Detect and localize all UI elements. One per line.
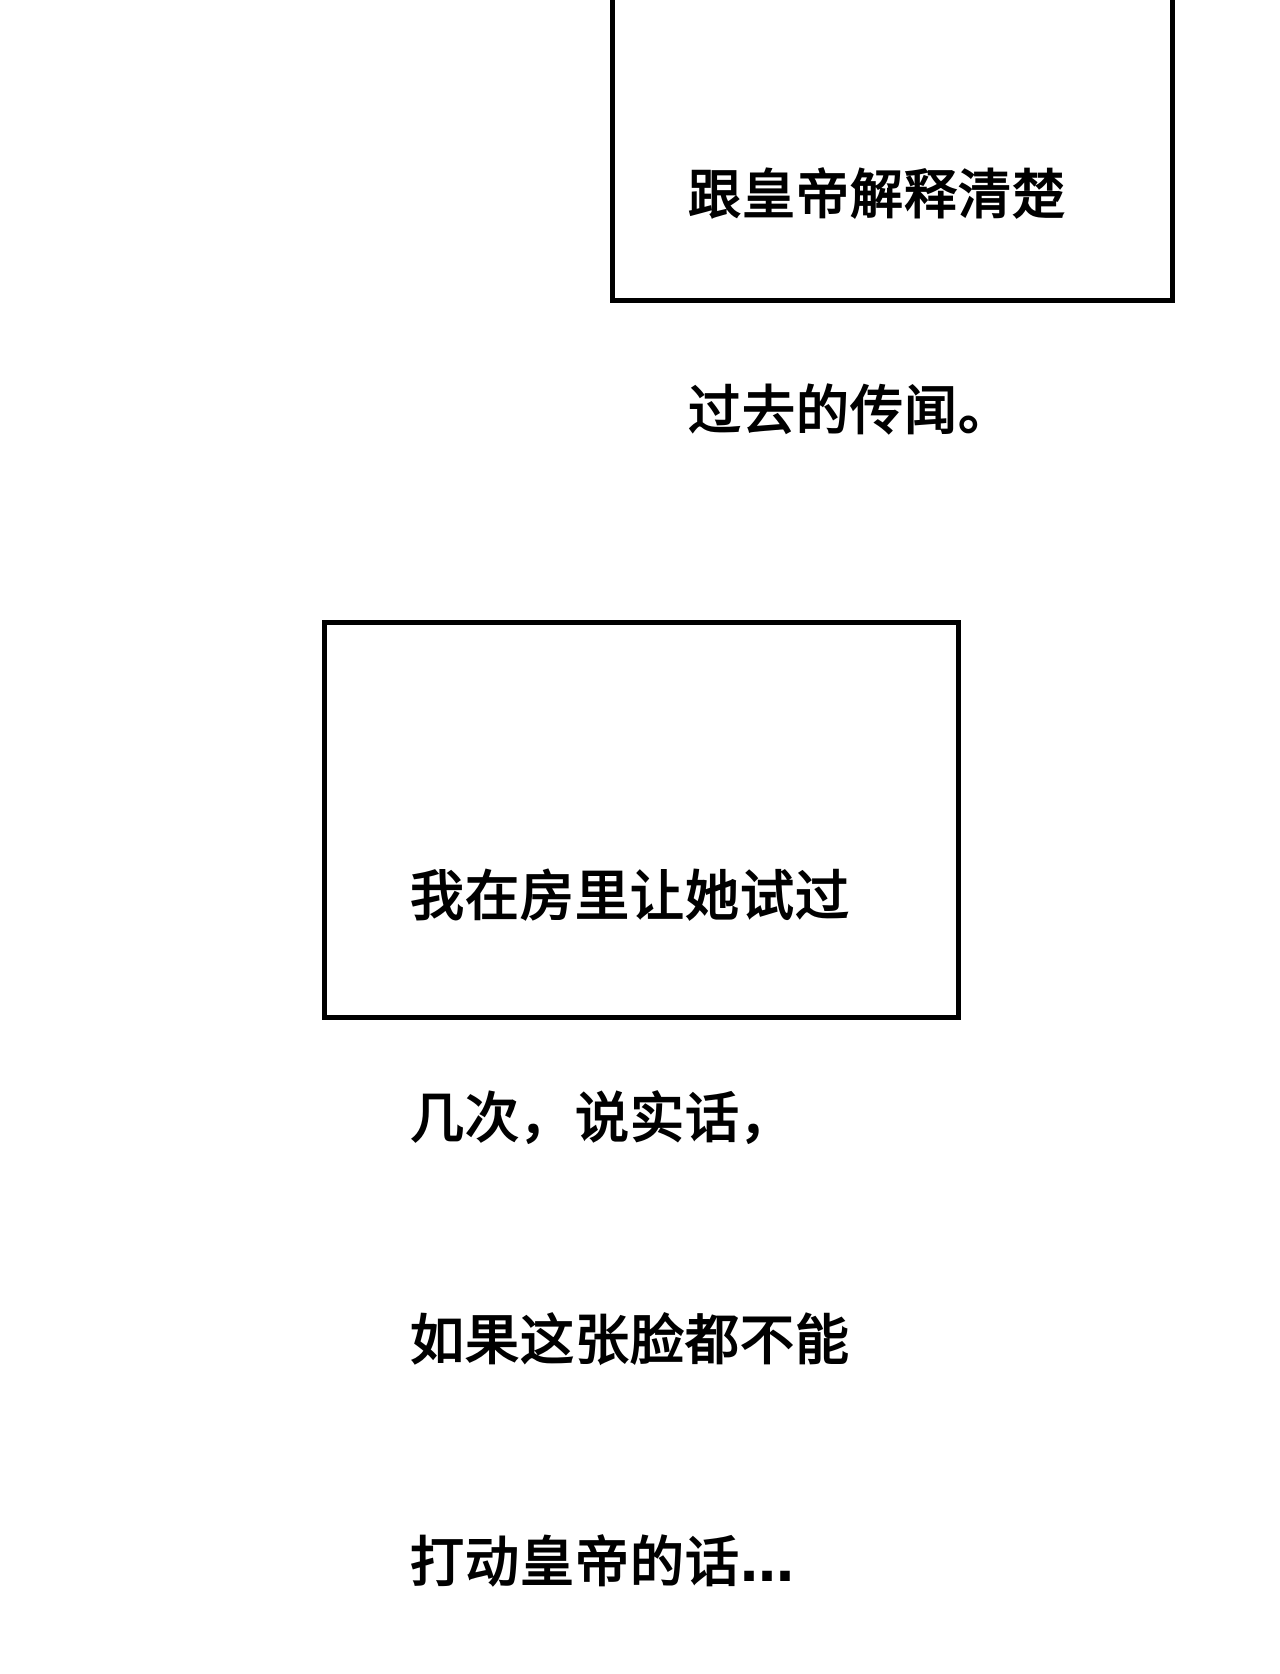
caption-text-bottom: 我在房里让她试过 几次，说实话， 如果这张脸都不能 打动皇帝的话… [410, 712, 850, 1674]
caption-line: 如果这张脸都不能 [410, 1309, 850, 1372]
caption-box-top [610, 0, 1175, 303]
caption-line: 几次，说实话， [410, 1087, 795, 1150]
caption-line: 我在房里让她试过 [410, 865, 850, 928]
caption-line: 打动皇帝的话… [410, 1531, 795, 1594]
caption-line: 跟皇帝解释清楚 [688, 165, 1066, 226]
caption-text-top: 跟皇帝解释清楚 过去的传闻。 [688, 16, 1066, 520]
comic-page: { "captions": { "top": { "lines": ["跟皇帝解… [322, 0, 1175, 1594]
caption-box-bottom [322, 620, 961, 1020]
caption-line: 过去的传闻。 [688, 381, 1012, 442]
